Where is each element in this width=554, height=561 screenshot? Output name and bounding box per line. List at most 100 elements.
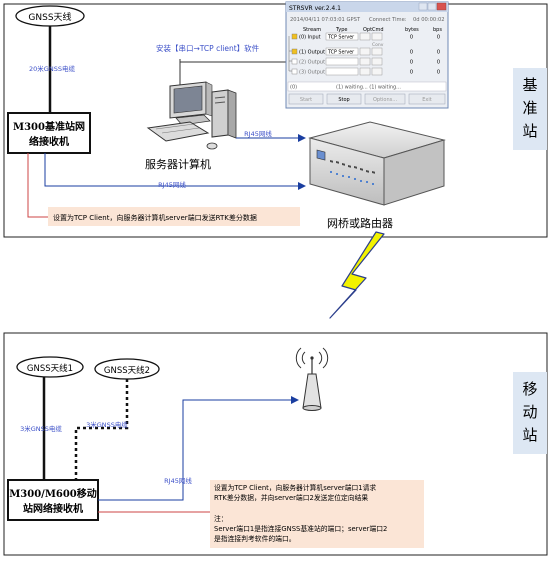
base-label-char: 站 [522, 122, 537, 140]
base-antenna: GNSS天线 [15, 5, 85, 27]
strsvr-status-left: (0) [290, 85, 297, 91]
stream-opt-button[interactable] [359, 32, 371, 41]
base-receiver-label-line: M300基准站网 [13, 120, 85, 133]
stream-cmd-button[interactable] [371, 57, 383, 66]
strsvr-row: (2) Output 0 0 [291, 57, 440, 66]
window-minimize-button[interactable] [418, 2, 428, 11]
rover-config-note-line: RTK差分数据，并向server端口2发送定位定向结果 [214, 493, 368, 502]
router-label: 网桥或路由器 [327, 216, 393, 230]
stream-checkbox[interactable] [291, 58, 298, 65]
rover-label-char: 移 [522, 380, 537, 398]
stream-checkbox[interactable] [291, 48, 298, 55]
rover-station-label-panel: 移 动 站 [513, 372, 547, 454]
rover-label-char: 动 [522, 403, 537, 421]
base-config-callout-line [27, 153, 50, 218]
base-receiver-router-link [44, 153, 306, 190]
base-config-note: 设置为TCP Client，向服务器计算机server端口发送RTK差分数据 [48, 207, 300, 226]
install-note: 安装【串口→TCP client】软件 [156, 43, 260, 53]
window-close-button[interactable] [436, 2, 447, 11]
base-receiver-label-line: 络接收机 [29, 135, 69, 148]
stream-cmd-button[interactable] [371, 32, 383, 41]
exit-button-label: Exit [422, 97, 432, 103]
rover-label-char: 站 [522, 426, 537, 444]
strsvr-row: (3) Output 0 0 [291, 67, 440, 76]
stream-opt-button[interactable] [359, 47, 371, 56]
stream-cmd-button[interactable] [371, 67, 383, 76]
base-station-label-panel: 基 准 站 [513, 68, 547, 150]
stream-bps: 0 [437, 50, 440, 56]
stream-bytes: 0 [410, 50, 413, 56]
base-station-frame [3, 3, 548, 238]
start-button[interactable] [288, 93, 324, 105]
stream-opt-button[interactable] [359, 57, 371, 66]
rover-config-note-line: Server端口1是指连接GNSS基准站的端口；server端口2 [214, 524, 387, 533]
stream-opt-button[interactable] [359, 67, 371, 76]
rover-config-note: 设置为TCP Client，向服务器计算机server端口1请求 RTK差分数据… [210, 480, 424, 548]
base-rj45-top-label: RJ45网线 [244, 129, 272, 138]
stream-name: (2) Output [299, 60, 325, 66]
rover-config-note-line: 设置为TCP Client，向服务器计算机server端口1请求 [214, 483, 376, 492]
stop-button[interactable] [326, 93, 362, 105]
stream-type-select[interactable] [325, 47, 359, 56]
rover-cable-2-label: 3米GNSS电缆 [86, 420, 128, 429]
stream-type-select[interactable] [325, 32, 359, 41]
stream-name: (0) Input [299, 35, 321, 41]
base-label-char: 基 [522, 76, 537, 94]
strsvr-header: Stream [303, 27, 321, 33]
stream-bps: 0 [437, 70, 440, 76]
stream-bps: 0 [437, 35, 440, 41]
strsvr-status-bar [287, 81, 447, 92]
stream-name: (1) Output [299, 50, 325, 56]
window-maximize-button[interactable] [427, 2, 437, 11]
strsvr-header: Type [335, 27, 347, 33]
server-computer-label: 服务器计算机 [145, 157, 211, 171]
server-computer-icon [146, 81, 237, 150]
rover-receiver-label-line: M300/M600移动 [9, 487, 97, 500]
rover-config-note-line: 注： [214, 514, 228, 523]
stream-name: (3) Output [299, 70, 325, 76]
base-cable-label: 20米GNSS电缆 [29, 64, 75, 73]
rover-antenna-1: GNSS天线1 [16, 356, 84, 378]
rover-config-note-line: 是指连接判考软件的端口。 [214, 534, 296, 543]
exit-button[interactable] [408, 93, 446, 105]
strsvr-row: (0) Input TCP Server 0 0 [291, 32, 440, 41]
base-label-char: 准 [522, 99, 537, 117]
strsvr-status-text: (1) waiting... (1) waiting... [336, 85, 401, 91]
stream-tree-line [288, 36, 292, 72]
stream-bps: 0 [437, 60, 440, 66]
base-receiver: M300基准站网 络接收机 [7, 112, 91, 154]
stream-type-select[interactable] [325, 67, 359, 76]
strsvr-timestamp: 2014/04/11 07:03:01 GPST [290, 17, 361, 23]
options-button-label: Options... [373, 97, 397, 103]
wireless-link-lightning [329, 231, 385, 319]
stream-checkbox[interactable] [291, 68, 298, 75]
stream-checkbox[interactable] [291, 33, 298, 40]
rover-cable-1-label: 3米GNSS电缆 [20, 424, 62, 433]
rover-antenna-2-cable [74, 379, 129, 480]
strsvr-header: Opt [363, 27, 372, 33]
stream-bytes: 0 [410, 60, 413, 66]
stream-cmd-button[interactable] [371, 47, 383, 56]
strsvr-window: STRSVR ver.2.4.1 2014/04/11 07:03:01 GPS… [285, 1, 449, 109]
base-antenna-label: GNSS天线 [28, 11, 71, 23]
stream-type-value: TCP Server [327, 35, 354, 41]
strsvr-conv-label: Conv [372, 42, 384, 48]
rover-rj45-label: RJ45网线 [164, 476, 192, 485]
strsvr-header: Cmd [372, 27, 384, 33]
start-button-label: Start [300, 97, 312, 103]
stream-type-value: TCP Server [327, 50, 354, 56]
strsvr-header: bps [433, 27, 442, 33]
rover-receiver: M300/M600移动 站网络接收机 [7, 479, 99, 521]
rover-receiver-label-line: 站网络接收机 [23, 502, 83, 515]
stream-bytes: 0 [410, 70, 413, 76]
strsvr-title: STRSVR ver.2.4.1 [289, 5, 341, 12]
strsvr-row: (1) Output TCP Server 0 0 [291, 47, 440, 56]
base-rj45-bottom-label: RJ45网线 [158, 180, 186, 189]
options-button[interactable] [364, 93, 406, 105]
router-icon [308, 121, 446, 206]
rover-antenna-1-label: GNSS天线1 [27, 363, 73, 374]
rover-receiver-wireless-link [98, 396, 299, 501]
stream-type-select[interactable] [325, 57, 359, 66]
rover-antenna-2-label: GNSS天线2 [104, 365, 150, 376]
